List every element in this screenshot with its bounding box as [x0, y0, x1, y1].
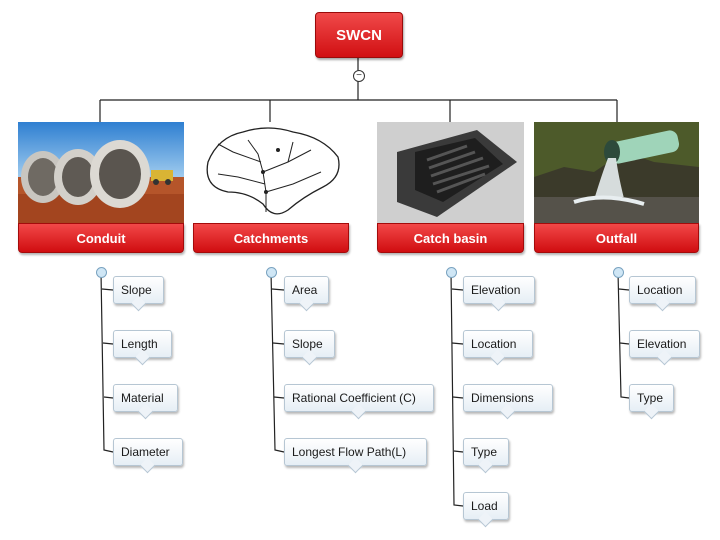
- category-outfall[interactable]: Outfall: [534, 122, 699, 253]
- category-catch-basin[interactable]: Catch basin: [377, 122, 524, 253]
- leaf-catch-basin-dimensions[interactable]: Dimensions: [463, 384, 553, 412]
- leaf-catchments-rational-coefficient[interactable]: Rational Coefficient (C): [284, 384, 434, 412]
- outfall-pipe-image: [534, 122, 699, 223]
- expand-dot-outfall[interactable]: [613, 267, 624, 278]
- leaf-catch-basin-location[interactable]: Location: [463, 330, 533, 358]
- leaf-conduit-diameter[interactable]: Diameter: [113, 438, 183, 466]
- category-conduit-label: Conduit: [18, 223, 184, 253]
- category-catchments-label: Catchments: [193, 223, 349, 253]
- leaf-catch-basin-type[interactable]: Type: [463, 438, 509, 466]
- collapse-toggle[interactable]: −: [353, 70, 365, 82]
- leaf-conduit-material[interactable]: Material: [113, 384, 178, 412]
- root-node-label: SWCN: [336, 26, 382, 44]
- category-catchments[interactable]: Catchments: [193, 122, 349, 253]
- expand-dot-catchments[interactable]: [266, 267, 277, 278]
- expand-dot-catch-basin[interactable]: [446, 267, 457, 278]
- leaf-outfall-location[interactable]: Location: [629, 276, 696, 304]
- expand-dot-conduit[interactable]: [96, 267, 107, 278]
- leaf-outfall-type[interactable]: Type: [629, 384, 674, 412]
- category-outfall-label: Outfall: [534, 223, 699, 253]
- leaf-catchments-longest-flow-path[interactable]: Longest Flow Path(L): [284, 438, 427, 466]
- grate-image: [377, 122, 524, 223]
- leaf-conduit-length[interactable]: Length: [113, 330, 172, 358]
- leaf-outfall-elevation[interactable]: Elevation: [629, 330, 700, 358]
- leaf-catch-basin-elevation[interactable]: Elevation: [463, 276, 535, 304]
- leaf-catchments-slope[interactable]: Slope: [284, 330, 335, 358]
- leaf-catchments-area[interactable]: Area: [284, 276, 329, 304]
- category-conduit[interactable]: Conduit: [18, 122, 184, 253]
- root-node[interactable]: SWCN: [315, 12, 403, 58]
- catchment-sketch-image: [193, 122, 349, 223]
- leaf-conduit-slope[interactable]: Slope: [113, 276, 164, 304]
- category-catch-basin-label: Catch basin: [377, 223, 524, 253]
- concrete-pipes-image: [18, 122, 184, 223]
- leaf-catch-basin-load[interactable]: Load: [463, 492, 509, 520]
